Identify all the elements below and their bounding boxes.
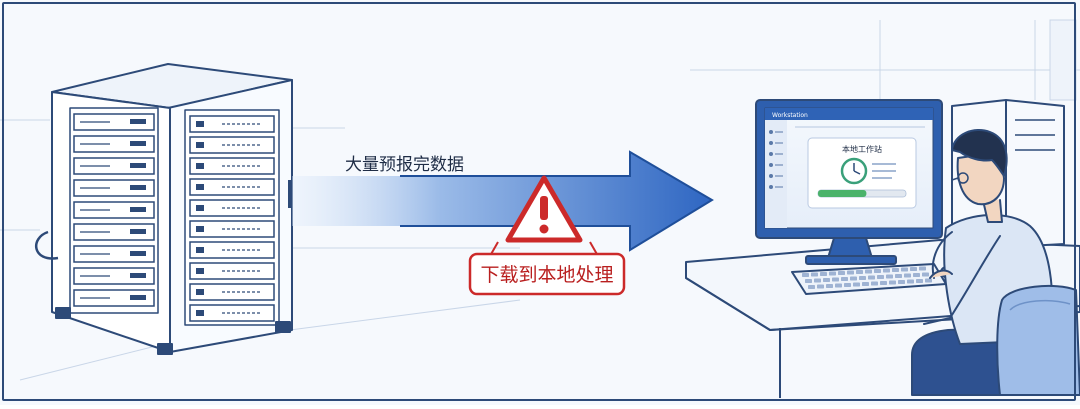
server-unit-left xyxy=(73,113,155,131)
keyboard-key xyxy=(916,279,923,283)
keyboard-key xyxy=(811,272,818,277)
server-unit-left xyxy=(73,245,155,263)
server-unit-left xyxy=(73,201,155,219)
progress-bar xyxy=(818,190,867,197)
keyboard-key xyxy=(871,281,878,286)
server-units xyxy=(73,113,275,322)
server-unit-led xyxy=(130,229,146,234)
keyboard-key xyxy=(877,275,884,279)
keyboard xyxy=(791,263,947,295)
server-unit-light xyxy=(196,247,204,253)
warning-triangle-icon xyxy=(489,175,599,257)
sidebar-item-icon xyxy=(769,152,773,156)
keyboard-key xyxy=(850,276,857,281)
keyboard-key xyxy=(823,278,830,282)
keyboard-key xyxy=(907,279,914,284)
sidebar-item-icon xyxy=(769,174,773,178)
keyboard-key xyxy=(838,271,845,275)
keyboard-key xyxy=(898,280,905,284)
server-unit-light xyxy=(196,142,204,148)
server-unit-led xyxy=(130,207,146,212)
keyboard-key xyxy=(802,273,809,277)
server-unit-light xyxy=(196,226,204,232)
sidebar-items xyxy=(769,130,783,189)
keyboard-key xyxy=(913,273,920,277)
server-unit-led xyxy=(130,141,146,146)
keyboard-key xyxy=(895,274,902,278)
sidebar-item-icon xyxy=(769,163,773,167)
keyboard-key xyxy=(901,267,908,272)
app-titlebar xyxy=(765,108,933,120)
sidebar-item-icon xyxy=(769,130,773,134)
server-unit-left xyxy=(73,179,155,197)
keyboard-key xyxy=(874,269,881,273)
server-unit-left xyxy=(73,157,155,175)
server-unit-led xyxy=(130,119,146,124)
server-unit-light xyxy=(196,289,204,295)
sidebar-item-icon xyxy=(769,141,773,145)
server-unit-light xyxy=(196,163,204,169)
keyboard-key xyxy=(865,269,872,274)
keyboard-key xyxy=(889,280,896,285)
server-unit-led xyxy=(130,163,146,168)
keyboard-key xyxy=(832,277,839,282)
server-unit-light xyxy=(196,121,204,127)
sidebar-item-icon xyxy=(769,185,773,189)
server-unit-left xyxy=(73,289,155,307)
server-unit-led xyxy=(130,185,146,190)
keyboard-key xyxy=(814,278,821,283)
app-name: Workstation xyxy=(772,112,808,119)
keyboard-key xyxy=(859,276,866,280)
keyboard-key xyxy=(886,274,893,279)
keyboard-key xyxy=(841,277,848,281)
server-unit-led xyxy=(130,251,146,256)
keyboard-key xyxy=(829,271,836,276)
keyboard-key xyxy=(820,272,827,276)
keyboard-key xyxy=(856,270,863,274)
server-unit-left xyxy=(73,223,155,241)
keyboard-key xyxy=(925,278,932,283)
keyboard-key xyxy=(817,284,824,289)
keyboard-key xyxy=(880,281,887,285)
server-unit-light xyxy=(196,268,204,274)
warning-box xyxy=(468,252,626,296)
warning-label: 下载到本地处理 xyxy=(480,264,613,286)
office-chair xyxy=(996,284,1080,396)
server-unit-led xyxy=(130,273,146,278)
keyboard-key xyxy=(910,267,917,271)
info-lines xyxy=(872,163,896,179)
keyboard-key xyxy=(868,275,875,280)
arrow-label: 大量预报完数据 xyxy=(345,155,464,175)
keyboard-key xyxy=(904,273,911,278)
transfer-arrow xyxy=(292,150,714,252)
server-unit-left xyxy=(73,267,155,285)
keyboard-key xyxy=(883,268,890,273)
keyboard-key xyxy=(847,270,854,275)
keyboard-key xyxy=(922,272,929,277)
keyboard-key xyxy=(919,266,926,271)
keyboard-key xyxy=(835,283,842,288)
server-unit-left xyxy=(73,135,155,153)
server-unit-light xyxy=(196,205,204,211)
keyboard-key xyxy=(862,282,869,286)
keyboard-key xyxy=(844,283,851,287)
clock-icon xyxy=(840,157,868,185)
monitor-title: 本地工作站 xyxy=(842,144,882,154)
keyboard-key xyxy=(805,279,812,283)
app-sidebar xyxy=(765,120,787,228)
keyboard-key xyxy=(808,285,815,289)
server-unit-led xyxy=(130,295,146,300)
keyboard-key xyxy=(853,282,860,287)
server-unit-light xyxy=(196,184,204,190)
server-unit-light xyxy=(196,310,204,316)
keyboard-key xyxy=(826,284,833,288)
keyboard-key xyxy=(892,268,899,272)
